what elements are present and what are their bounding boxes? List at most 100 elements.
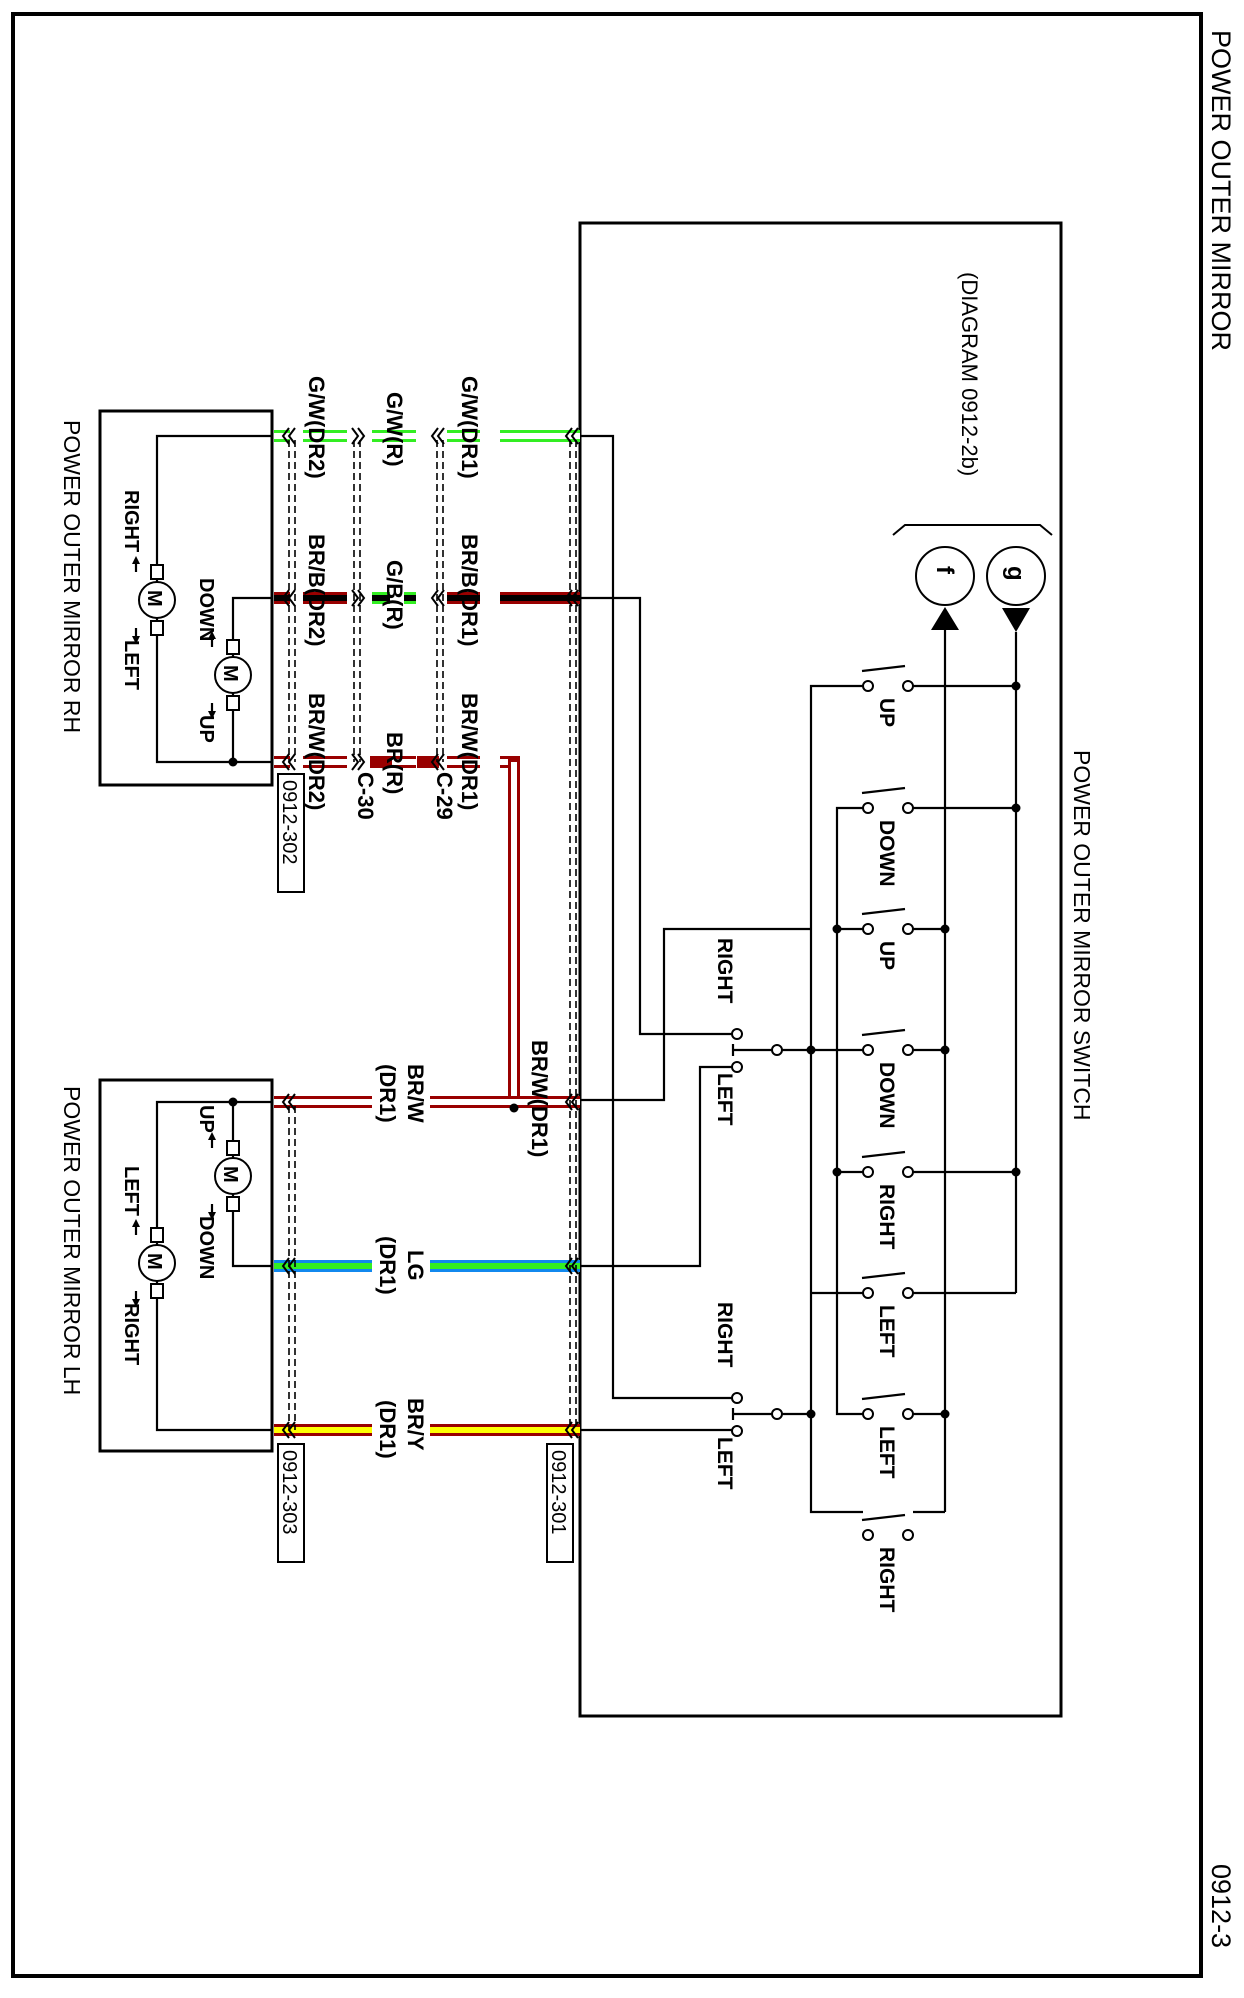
connector-chevron-icon	[281, 589, 290, 607]
contact-terminal-left	[862, 1166, 874, 1178]
connector-chevron-icon	[564, 589, 573, 607]
wire-brw-internal	[580, 927, 811, 1102]
switch-blade	[861, 1392, 906, 1401]
connector-chevron-icon	[430, 427, 439, 445]
wire-label-gb-r: G/B(R)	[382, 560, 407, 630]
connector-0912-302-box	[277, 773, 305, 893]
arrow-icon	[132, 1219, 140, 1227]
connector-chevron-icon	[287, 1093, 296, 1111]
page-number: 0912-3	[1206, 1864, 1236, 1948]
contact-label-right: RIGHT	[875, 1547, 898, 1613]
selector-left-terminal	[731, 1425, 743, 1437]
terminal-g-circle	[986, 546, 1046, 606]
connector-0912-303-label: 0912-303	[278, 1450, 300, 1535]
motor-symbol: M	[143, 1253, 165, 1270]
switch-box	[578, 221, 1063, 1718]
contact-terminal-left	[862, 1287, 874, 1299]
contact-terminal-right	[902, 1408, 914, 1420]
wire-brw-vertical-stripe	[511, 762, 517, 1103]
contact-terminal-right	[902, 802, 914, 814]
contact-terminal-left	[862, 802, 874, 814]
arrow-up-icon	[931, 607, 959, 630]
switch-blade	[861, 1271, 906, 1280]
motor-direction-label: LEFT	[120, 1166, 142, 1216]
connector-label-c30: C-30	[353, 772, 378, 820]
wire-brw-rh-stripe	[274, 759, 520, 765]
motor-icon	[138, 581, 176, 619]
label-gap	[480, 754, 500, 770]
terminal-bracket	[892, 524, 1053, 536]
motor-brush	[226, 1196, 240, 1212]
wire-path	[809, 1414, 863, 1514]
wire-label-gw-dr1: G/W(DR1)	[457, 376, 482, 479]
motor-symbol: M	[219, 1166, 241, 1183]
contact-terminal-left	[862, 1529, 874, 1541]
page-title: POWER OUTER MIRROR	[1206, 30, 1236, 351]
mirror-rh-name: POWER OUTER MIRROR RH	[59, 420, 85, 733]
connector-chevron-icon	[436, 427, 445, 445]
selector-common-terminal	[771, 1044, 783, 1056]
switch-blade	[861, 1513, 906, 1522]
selector-left-label: LEFT	[713, 1073, 736, 1126]
junction-dot	[832, 1167, 842, 1177]
terminal-g-label: g	[1002, 566, 1029, 581]
wire-label-brw-lh: BR/W	[403, 1064, 428, 1123]
connector-chevron-icon	[357, 589, 366, 607]
motor-direction-label: RIGHT	[120, 490, 142, 552]
arrow-icon	[132, 1299, 140, 1307]
connector-chevron-icon	[436, 753, 445, 771]
label-gap	[372, 1258, 430, 1274]
contact-terminal-left	[862, 680, 874, 692]
wire-label-gw-r: G/W(R)	[382, 392, 407, 467]
junction-dot	[228, 757, 238, 767]
wire-label-brw-dr2: BR/W(DR2)	[304, 693, 329, 810]
wire-path	[809, 684, 863, 1414]
motor-symbol: M	[219, 665, 241, 682]
selector-right-terminal	[731, 1028, 743, 1040]
connector-chevron-icon	[570, 1093, 579, 1111]
junction-dot	[228, 1097, 238, 1107]
label-gap	[390, 590, 404, 606]
junction-dot	[1011, 681, 1021, 691]
switch-blade	[861, 1150, 906, 1159]
contact-terminal-right	[902, 923, 914, 935]
wire-label-bry: BR/Y	[403, 1398, 428, 1451]
connector-chevron-icon	[430, 589, 439, 607]
connector-chevron-icon	[287, 427, 296, 445]
splice-dot	[509, 1103, 519, 1113]
label-gap	[290, 590, 303, 606]
wire-br-solid	[370, 756, 392, 768]
motor-direction-label: UP	[195, 1105, 217, 1133]
connector-chevron-icon	[281, 1093, 290, 1111]
wire-label-br-r: BR(R)	[382, 732, 407, 794]
connector-chevron-icon	[281, 427, 290, 445]
label-gap	[290, 754, 303, 770]
contact-terminal-left	[862, 1044, 874, 1056]
switch-name: POWER OUTER MIRROR SWITCH	[1069, 750, 1095, 1121]
connector-chevron-icon	[357, 753, 366, 771]
contact-terminal-right	[902, 1529, 914, 1541]
motor-brush	[150, 564, 164, 580]
label-gap	[290, 428, 303, 444]
mirror-lh-name: POWER OUTER MIRROR LH	[59, 1086, 85, 1395]
wire-label-lg: LG	[403, 1250, 428, 1281]
connector-chevron-icon	[564, 1093, 573, 1111]
motor-brush	[226, 695, 240, 711]
motor-direction-label: LEFT	[120, 640, 142, 690]
motor-symbol: M	[143, 590, 165, 607]
contact-terminal-right	[902, 1044, 914, 1056]
connector-0912-302: 0912-302	[277, 773, 305, 893]
connector-0912-303: 0912-303	[277, 1443, 305, 1563]
diagram-ref: (DIAGRAM 0912-2b)	[957, 272, 982, 476]
contact-label-left: LEFT	[875, 1305, 898, 1358]
wire-label-brw-dr1: BR/W(DR1)	[457, 693, 482, 810]
motor-icon	[214, 656, 252, 694]
junction-dot	[940, 924, 950, 934]
wire-brb-internal	[580, 596, 732, 1036]
